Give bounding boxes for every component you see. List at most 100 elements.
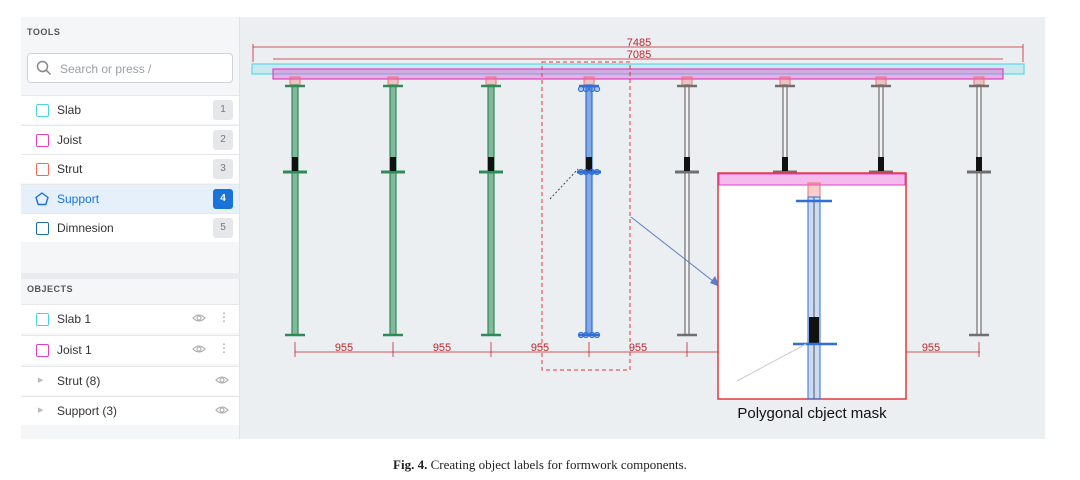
strut-head[interactable]	[973, 76, 985, 86]
strut-head[interactable]	[485, 76, 497, 86]
polygon-vertex-handle[interactable]	[582, 168, 590, 176]
objects-header: OBJECTS	[27, 284, 74, 294]
search-box[interactable]	[27, 53, 233, 83]
support-post[interactable]	[283, 76, 307, 337]
spacing-label: 955	[335, 342, 353, 354]
tool-label: Support	[57, 191, 100, 206]
polygon-vertex-handle[interactable]	[577, 331, 585, 339]
color-swatch-icon	[36, 133, 49, 147]
shortcut-badge: 4	[213, 188, 233, 209]
object-item-slab-1[interactable]: Slab 1 ⋮	[21, 304, 239, 333]
leader-line	[549, 168, 579, 200]
section-divider	[21, 273, 240, 279]
zoom-frame	[717, 172, 907, 400]
post-tube	[684, 84, 690, 336]
figure-number: Fig. 4.	[393, 457, 428, 472]
tool-item-strut[interactable]: Strut 3	[21, 154, 239, 183]
group-label: Support (3)	[57, 404, 118, 418]
dimension-total-label: 7485	[627, 37, 651, 49]
kebab-menu-icon[interactable]: ⋮	[218, 310, 230, 324]
tool-item-dimnesion[interactable]: Dimnesion 5	[21, 213, 239, 242]
strut-head[interactable]	[779, 76, 791, 86]
expand-caret-icon[interactable]: ▶	[38, 407, 44, 414]
zoom-caption: Polygonal cbject mask	[737, 405, 887, 422]
joist-beam[interactable]	[272, 68, 1004, 80]
polygon-vertex-handle[interactable]	[577, 168, 585, 176]
polygon-vertex-handle[interactable]	[582, 331, 590, 339]
post-tube	[291, 84, 299, 336]
strut-head[interactable]	[681, 76, 693, 86]
post-clamp	[878, 157, 884, 171]
figure-text: Creating object labels for formwork comp…	[430, 457, 687, 472]
tool-item-joist[interactable]: Joist 2	[21, 124, 239, 154]
polygon-vertex-handle[interactable]	[588, 331, 596, 339]
support-post[interactable]	[675, 76, 699, 337]
spacing-label: 955	[629, 342, 647, 354]
tool-label: Dimnesion	[57, 221, 114, 235]
shortcut-badge: 1	[213, 100, 233, 120]
post-clamp	[782, 157, 788, 171]
tool-item-support[interactable]: Support 4	[21, 183, 239, 213]
zoom-pointer	[736, 343, 807, 382]
object-label: Slab 1	[57, 312, 92, 326]
strut-head[interactable]	[289, 76, 301, 86]
eye-icon[interactable]	[215, 375, 229, 385]
tool-label: Slab	[57, 103, 82, 117]
support-post[interactable]	[381, 76, 405, 337]
expand-caret-icon[interactable]: ▶	[38, 377, 44, 384]
zoom-joist	[718, 173, 906, 186]
kebab-menu-icon[interactable]: ⋮	[218, 341, 230, 355]
spacing-label: 955	[433, 342, 451, 354]
post-clamp	[586, 157, 592, 171]
color-swatch-icon	[36, 313, 49, 326]
zoom-arrow	[630, 216, 719, 286]
group-label: Strut (8)	[57, 374, 101, 388]
polygon-vertex-handle[interactable]	[593, 168, 601, 176]
polygon-vertex-handle[interactable]	[588, 85, 596, 93]
shortcut-badge: 3	[213, 159, 233, 179]
color-swatch-icon	[36, 344, 49, 357]
zoom-strut-head	[807, 182, 821, 198]
dimension-inner-label: 7085	[627, 49, 651, 61]
tool-label: Strut	[57, 162, 83, 176]
support-post[interactable]	[577, 76, 601, 339]
post-tube	[585, 84, 593, 336]
spacing-label: 955	[531, 342, 549, 354]
polygon-vertex-handle[interactable]	[588, 168, 596, 176]
polygon-vertex-handle[interactable]	[577, 85, 585, 93]
zoom-clamp	[809, 317, 819, 343]
polygon-vertex-handle[interactable]	[593, 85, 601, 93]
eye-icon[interactable]	[215, 405, 229, 415]
tool-item-slab[interactable]: Slab 1	[21, 95, 239, 124]
shortcut-badge: 2	[213, 129, 233, 150]
support-post[interactable]	[967, 76, 991, 337]
zoom-inset[interactable]	[717, 172, 907, 400]
shortcut-badge: 5	[213, 218, 233, 238]
strut-head[interactable]	[875, 76, 887, 86]
polygon-vertex-handle[interactable]	[582, 85, 590, 93]
figure-caption: Fig. 4. Creating object labels for formw…	[0, 457, 1080, 473]
polygon-vertex-handle[interactable]	[593, 331, 601, 339]
strut-head[interactable]	[583, 76, 595, 86]
support-post[interactable]	[479, 76, 503, 337]
spacing-label: 955	[922, 342, 940, 354]
tool-label: Joist	[57, 132, 82, 147]
color-swatch-icon	[36, 163, 49, 176]
post-clamp	[684, 157, 690, 171]
object-item-joist-1[interactable]: Joist 1⋮	[21, 335, 239, 364]
eye-icon[interactable]	[192, 313, 206, 323]
post-tube	[487, 84, 495, 336]
search-icon	[36, 60, 52, 76]
post-clamp	[976, 157, 982, 171]
post-clamp	[488, 157, 494, 171]
eye-icon[interactable]	[192, 344, 206, 354]
search-input[interactable]	[58, 59, 232, 79]
group-item-strut[interactable]: ▶ Strut (8)	[21, 366, 239, 395]
group-item-support[interactable]: ▶ Support (3)	[21, 396, 239, 425]
strut-head[interactable]	[387, 76, 399, 86]
tools-header: TOOLS	[27, 27, 61, 37]
selection-box[interactable]	[541, 61, 631, 371]
post-tube	[976, 84, 982, 336]
